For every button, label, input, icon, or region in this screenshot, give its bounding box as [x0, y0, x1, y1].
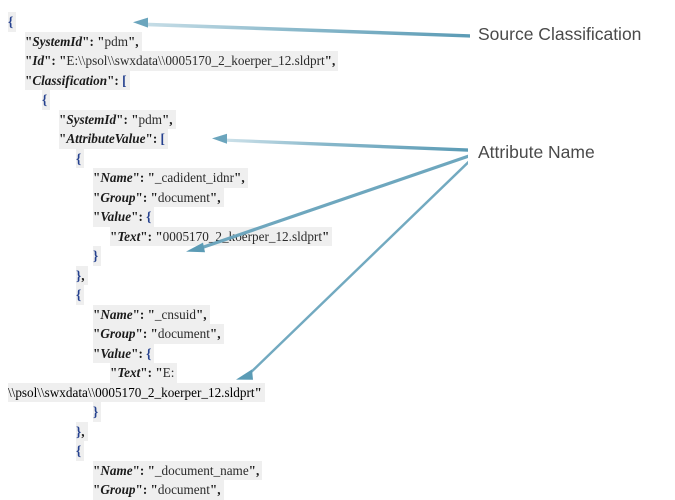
code-line-text: },: [76, 421, 88, 441]
annotated-json-figure: {"SystemId": "pdm","Id": "E:\\psol\\swxd…: [8, 12, 642, 500]
code-line-text: "SystemId": "pdm",: [59, 109, 176, 129]
code-line-text: "Name": "_cadident_idnr",: [93, 168, 248, 188]
code-line: }: [0, 402, 420, 422]
code-line-text: {: [76, 285, 85, 305]
code-line-text: "Group": "document",: [93, 187, 224, 207]
code-line: {: [0, 148, 420, 168]
code-line: },: [0, 265, 420, 285]
code-line: {: [0, 12, 420, 32]
code-line: "Name": "_cadident_idnr",: [0, 168, 420, 188]
code-line-text: "SystemId": "pdm",: [25, 31, 142, 51]
code-line-text: "Name": "_document_name",: [93, 460, 263, 480]
code-line: "Text": "E:: [0, 363, 420, 383]
code-line-text: }: [93, 246, 102, 266]
code-line-text: },: [76, 265, 88, 285]
code-line: "Name": "_cnsuid",: [0, 304, 420, 324]
code-line-text: "AttributeValue": [: [59, 129, 168, 149]
annotation-label-source-classification: Source Classification: [478, 24, 642, 44]
code-line-text: }: [93, 402, 102, 422]
code-line-text: {: [76, 148, 85, 168]
code-line: "AttributeValue": [: [0, 129, 420, 149]
code-line: "Group": "document",: [0, 324, 420, 344]
code-line: {: [0, 441, 420, 461]
code-line: "SystemId": "pdm",: [0, 31, 420, 51]
code-line: "SystemId": "pdm",: [0, 109, 420, 129]
code-line-text: "Id": "E:\\psol\\swxdata\\0005170_2_koer…: [25, 51, 339, 71]
code-line-text: "Group": "document",: [93, 324, 224, 344]
code-line-text: "Value": {: [93, 207, 155, 227]
code-line-text: "Group": "document",: [93, 480, 224, 500]
code-line: },: [0, 421, 420, 441]
code-line: "Classification": [: [0, 70, 420, 90]
code-line: "Value": {: [0, 343, 420, 363]
code-line-text: "Name": "_cnsuid",: [93, 304, 210, 324]
code-line-text: {: [42, 90, 51, 110]
code-line-text: "Text": "E:: [110, 363, 178, 383]
code-line-text: "Classification": [: [25, 70, 130, 90]
code-line-text: {: [8, 12, 17, 32]
code-line: }: [0, 246, 420, 266]
code-line: "Id": "E:\\psol\\swxdata\\0005170_2_koer…: [0, 51, 420, 71]
code-line: {: [0, 285, 420, 305]
code-line: "Group": "document",: [0, 480, 420, 500]
json-code-listing: {"SystemId": "pdm","Id": "E:\\psol\\swxd…: [0, 12, 420, 500]
code-line: {: [0, 90, 420, 110]
annotation-label-attribute-name: Attribute Name: [478, 142, 595, 162]
code-line: "Text": "0005170_2_koerper_12.sldprt": [0, 226, 420, 246]
code-line-text: "Text": "0005170_2_koerper_12.sldprt": [110, 226, 333, 246]
code-line: "Group": "document",: [0, 187, 420, 207]
code-line-text: "Value": {: [93, 343, 155, 363]
code-line-text: {: [76, 441, 85, 461]
code-line: "Name": "_document_name",: [0, 460, 420, 480]
code-line-text: \\psol\\swxdata\\0005170_2_koerper_12.sl…: [8, 382, 265, 402]
code-line: \\psol\\swxdata\\0005170_2_koerper_12.sl…: [0, 382, 420, 402]
code-line: "Value": {: [0, 207, 420, 227]
